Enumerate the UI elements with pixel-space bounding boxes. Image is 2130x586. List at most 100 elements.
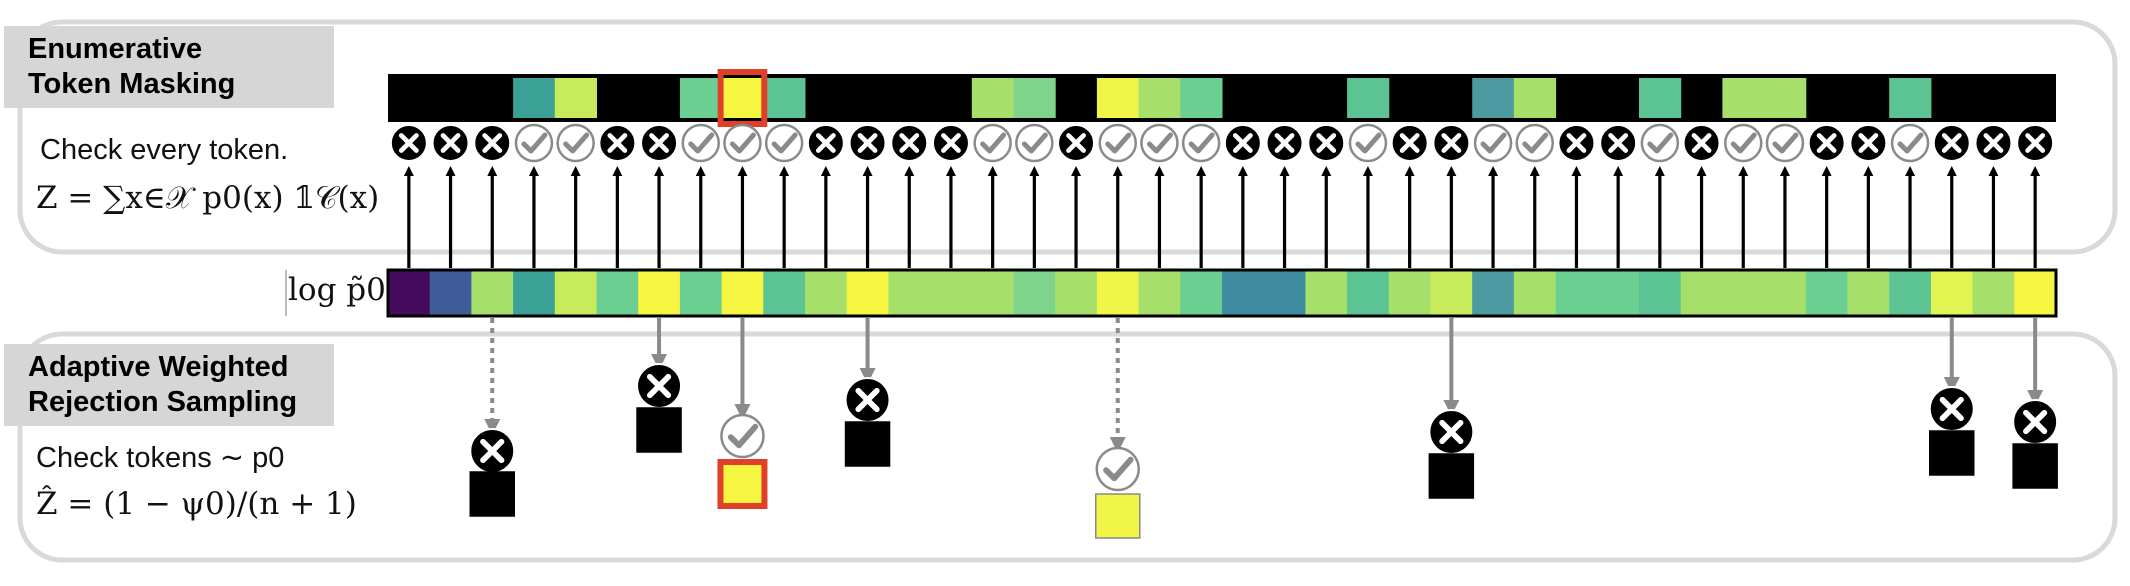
check-circle bbox=[1095, 446, 1140, 492]
check-mark bbox=[1103, 456, 1134, 482]
accepted-token-box bbox=[717, 459, 768, 509]
check-mark bbox=[1647, 132, 1674, 154]
cross-mark bbox=[899, 133, 920, 153]
logit-cell bbox=[1722, 270, 1765, 316]
check-mark bbox=[729, 132, 756, 154]
top-panel-title-line2: Token Masking bbox=[28, 68, 236, 100]
cross-icon bbox=[1265, 124, 1304, 162]
check-circle bbox=[1765, 123, 1805, 163]
cross-mark bbox=[941, 133, 961, 153]
check-icon bbox=[1515, 123, 1554, 163]
check-mark bbox=[563, 132, 590, 154]
cross-mark bbox=[1439, 419, 1464, 445]
mask-cell-allowed bbox=[1472, 78, 1515, 118]
logit-cell bbox=[1847, 270, 1890, 316]
check-icon bbox=[514, 123, 554, 163]
cross-icon bbox=[431, 124, 470, 162]
logit-cell bbox=[1222, 270, 1265, 316]
cross-mark bbox=[1566, 133, 1587, 153]
cross-mark bbox=[1399, 133, 1420, 153]
cross-icon bbox=[1849, 124, 1888, 162]
mask-cell-allowed bbox=[1513, 78, 1557, 118]
logit-cell bbox=[1764, 270, 1807, 316]
check-circle bbox=[681, 123, 720, 163]
check-circle bbox=[973, 123, 1012, 163]
cross-icon bbox=[389, 124, 428, 162]
accepted-token-box bbox=[1095, 493, 1141, 539]
bottom-panel-title-line1: Adaptive Weighted bbox=[28, 351, 289, 383]
check-icon bbox=[1181, 123, 1221, 163]
check-circle bbox=[723, 123, 762, 163]
check-icon bbox=[1473, 123, 1513, 163]
check-icon bbox=[764, 123, 804, 163]
cross-mark bbox=[815, 133, 836, 153]
cross-mark bbox=[1858, 133, 1879, 153]
check-mark bbox=[1021, 132, 1048, 154]
bottom-panel-border bbox=[17, 331, 2118, 563]
check-mark bbox=[1105, 132, 1132, 154]
logit-cell bbox=[513, 270, 556, 316]
check-circle bbox=[514, 123, 554, 163]
check-circle bbox=[1098, 123, 1137, 163]
bottom-panel-title-line2: Rejection Sampling bbox=[28, 386, 298, 418]
logit-cell bbox=[1972, 270, 2015, 316]
logit-cell bbox=[846, 270, 889, 316]
mask-cell-allowed bbox=[1180, 78, 1223, 118]
mask-cell-allowed bbox=[513, 78, 556, 118]
logit-label: log p̃0 bbox=[288, 272, 386, 308]
mask-cell-allowed bbox=[971, 78, 1014, 118]
sample-cross-icon bbox=[636, 363, 683, 409]
sample-cross-icon bbox=[1428, 409, 1475, 455]
check-circle bbox=[764, 123, 804, 163]
cross-mark bbox=[1939, 396, 1964, 422]
sample-cross-icon bbox=[2012, 399, 2059, 445]
cross-icon bbox=[1307, 124, 1346, 162]
check-circle bbox=[1015, 123, 1054, 163]
mask-cell-allowed bbox=[554, 78, 597, 118]
sample-cross-icon bbox=[844, 377, 891, 423]
logit-cell bbox=[554, 270, 597, 316]
cross-icon bbox=[473, 124, 512, 162]
check-mark bbox=[688, 132, 715, 154]
logit-cell bbox=[1889, 270, 1932, 316]
mask-cell-allowed bbox=[763, 78, 806, 118]
cross-mark bbox=[440, 133, 461, 153]
check-circle bbox=[1890, 123, 1930, 163]
cross-icon bbox=[1682, 124, 1721, 162]
rejected-token-box bbox=[1428, 453, 1475, 499]
cross-icon bbox=[806, 124, 845, 162]
cross-mark bbox=[646, 373, 672, 399]
rejected-token-box bbox=[1929, 430, 1975, 476]
mask-cell-allowed bbox=[1722, 78, 1765, 118]
bottom-panel-formula: Ẑ = (1 − ψ0)/(n + 1) bbox=[36, 486, 357, 522]
cross-icon bbox=[890, 124, 929, 162]
cross-mark bbox=[1066, 133, 1086, 153]
top-panel-title: Enumerative Token Masking bbox=[4, 26, 334, 108]
logit-cell bbox=[1513, 270, 1557, 316]
top-panel-description: Check every token. bbox=[40, 134, 289, 166]
check-icon bbox=[556, 123, 595, 163]
logit-cell bbox=[1138, 270, 1181, 316]
cross-mark bbox=[2025, 133, 2046, 153]
check-icon bbox=[1348, 123, 1388, 163]
mask-cell-allowed bbox=[721, 78, 764, 118]
logit-cell bbox=[2014, 270, 2057, 316]
mask-cell-allowed bbox=[1889, 78, 1932, 118]
logit-cell bbox=[888, 270, 931, 316]
top-panel-formula: Z = ∑x∈𝒳 p0(x) 𝟙𝒞(x) bbox=[36, 180, 380, 216]
check-mark bbox=[1188, 132, 1215, 154]
sample-check-icon bbox=[1095, 446, 1140, 492]
rejected-token-box bbox=[2012, 443, 2058, 489]
cross-icon bbox=[1807, 124, 1846, 162]
sample-cross-icon bbox=[1928, 386, 1975, 432]
logit-cell bbox=[679, 270, 723, 316]
check-icon bbox=[1724, 123, 1763, 163]
logit-bar-border bbox=[386, 268, 2058, 318]
logit-cell bbox=[1597, 270, 1640, 316]
check-mark bbox=[980, 132, 1007, 154]
check-icon bbox=[1890, 123, 1930, 163]
cross-mark bbox=[1274, 133, 1295, 153]
check-mark bbox=[1522, 132, 1549, 154]
logit-cell bbox=[1180, 270, 1223, 316]
check-mark bbox=[521, 132, 548, 154]
